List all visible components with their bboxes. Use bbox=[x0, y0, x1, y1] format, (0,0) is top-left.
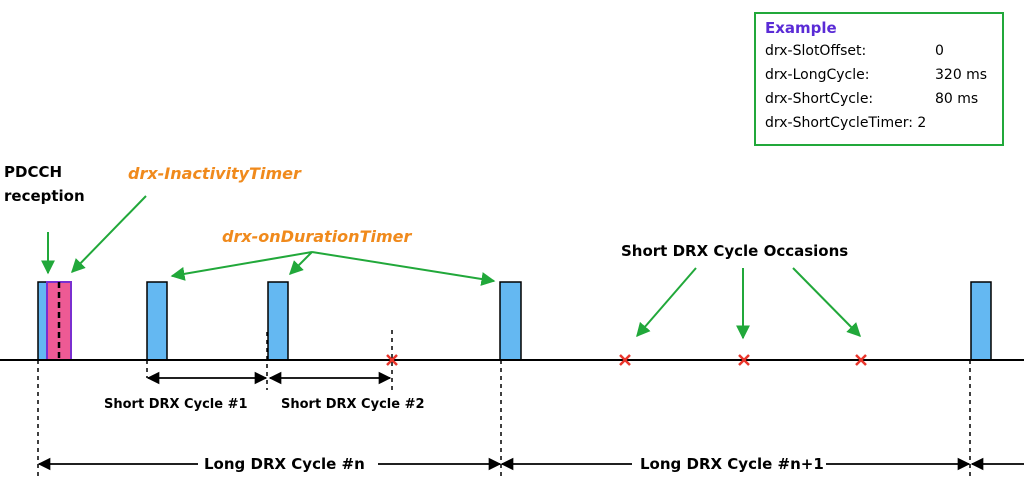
example-key: drx-ShortCycleTimer: 2 bbox=[765, 115, 927, 131]
cross-icon bbox=[738, 354, 750, 366]
cross-icon bbox=[619, 354, 631, 366]
long-cycle-n-label: Long DRX Cycle #n bbox=[204, 455, 365, 473]
arrow-on-duration-1 bbox=[170, 251, 313, 281]
on-duration-block-3 bbox=[267, 281, 289, 361]
on-duration-block-5 bbox=[970, 281, 992, 361]
example-key: drx-ShortCycle: bbox=[765, 91, 874, 107]
example-value: 0 bbox=[935, 43, 944, 59]
on-duration-timer-label: drx-onDurationTimer bbox=[222, 227, 412, 246]
arrow-occasion-3 bbox=[792, 267, 861, 337]
example-value: 320 ms bbox=[935, 67, 988, 83]
annotation-arrows bbox=[41, 195, 861, 340]
example-key: drx-SlotOffset: bbox=[765, 43, 867, 59]
arrow-on-duration-3 bbox=[311, 251, 496, 286]
pdcch-label-line1: PDCCH bbox=[4, 163, 62, 181]
example-box: Example drx-SlotOffset: 0 drx-LongCycle:… bbox=[754, 12, 1004, 146]
short-cycle-1-label: Short DRX Cycle #1 bbox=[104, 397, 248, 412]
short-occasions-label: Short DRX Cycle Occasions bbox=[621, 242, 848, 260]
example-row: drx-LongCycle: 320 ms bbox=[765, 63, 1002, 87]
example-row: drx-SlotOffset: 0 bbox=[765, 39, 1002, 63]
on-duration-block-4 bbox=[499, 281, 522, 361]
long-cycle-n1-label: Long DRX Cycle #n+1 bbox=[640, 455, 824, 473]
example-value: 80 ms bbox=[935, 91, 979, 107]
arrow-on-duration-2 bbox=[289, 251, 313, 275]
arrow-inactivity bbox=[71, 195, 147, 274]
skipped-occasions bbox=[386, 354, 867, 366]
on-duration-block-2 bbox=[146, 281, 168, 361]
example-row: drx-ShortCycleTimer: 2 bbox=[765, 111, 1002, 135]
example-row: drx-ShortCycle: 80 ms bbox=[765, 87, 1002, 111]
on-duration-blocks bbox=[37, 281, 992, 361]
arrow-occasion-1 bbox=[636, 267, 697, 338]
example-title: Example bbox=[765, 19, 837, 37]
cross-icon bbox=[386, 354, 398, 366]
cross-icon bbox=[855, 354, 867, 366]
short-cycle-2-label: Short DRX Cycle #2 bbox=[281, 397, 425, 412]
example-key: drx-LongCycle: bbox=[765, 67, 870, 83]
inactivity-timer-label: drx-InactivityTimer bbox=[128, 164, 302, 183]
pdcch-label-line2: reception bbox=[4, 187, 85, 205]
